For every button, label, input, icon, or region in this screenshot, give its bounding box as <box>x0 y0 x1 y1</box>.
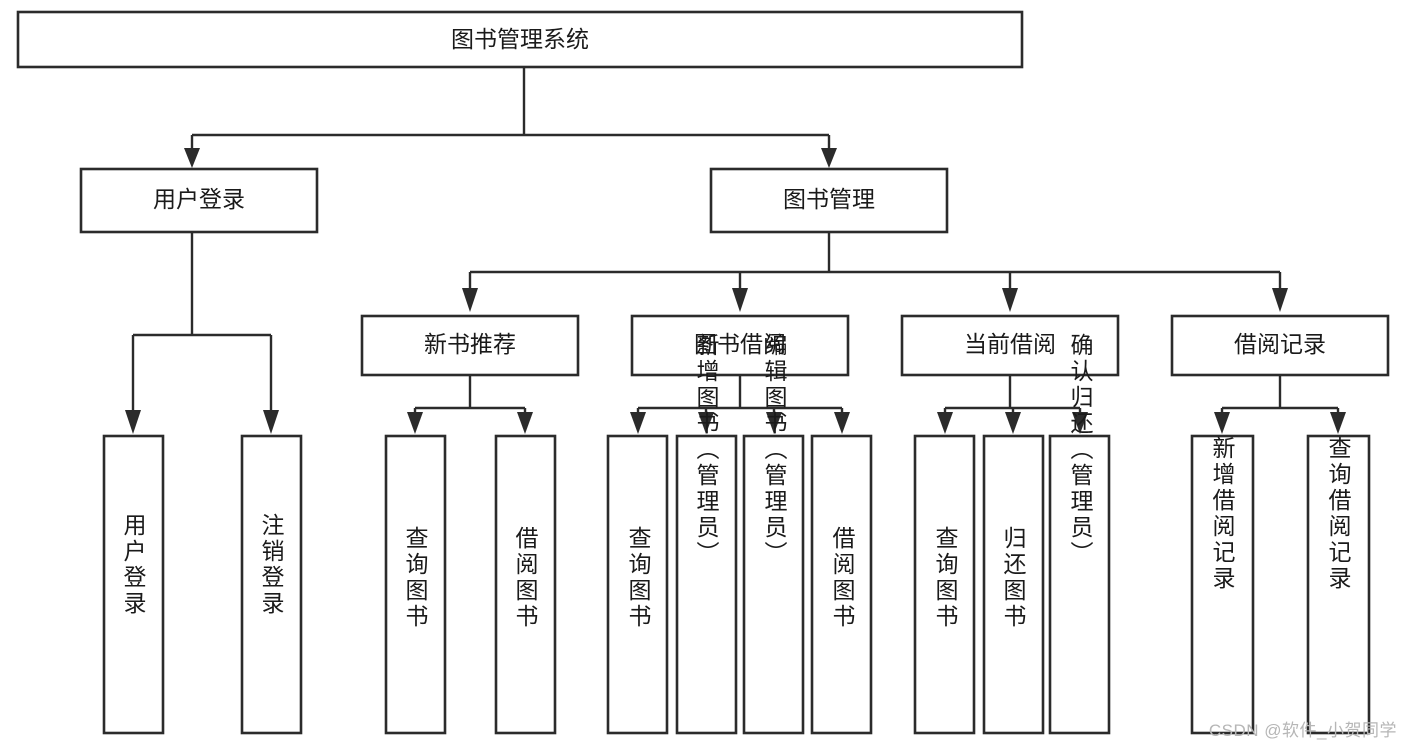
node-book-borrow-label: 图书借阅 <box>694 331 786 357</box>
leaf-label: 新增图书（管理员） <box>693 333 720 567</box>
node-book-borrow-box[interactable] <box>630 314 850 377</box>
arrowhead-cb-child-3 <box>1072 412 1088 434</box>
leaf-label: 查询图书 <box>932 526 959 630</box>
leaf-node[interactable]: 新增图书（管理员） <box>675 333 738 735</box>
node-root-label: 图书管理系统 <box>451 26 589 52</box>
leaf-node[interactable]: 新增借阅记录 <box>1190 434 1255 735</box>
arrowhead-br-child-2 <box>1330 412 1346 434</box>
arrowhead-nb-child-1 <box>407 412 423 434</box>
leaf-label: 查询图书 <box>402 526 429 630</box>
arrowhead-cb-child-2 <box>1005 412 1021 434</box>
node-new-book-recommend-label: 新书推荐 <box>424 331 516 357</box>
leaf-label: 借阅图书 <box>829 526 856 630</box>
node-current-borrow-box[interactable] <box>900 314 1120 377</box>
arrowhead-bb-child-1 <box>630 412 646 434</box>
node-new-book-recommend[interactable]: 新书推荐 <box>360 314 580 377</box>
leaf-node[interactable]: 借阅图书 <box>494 434 557 735</box>
leaf-label: 归还图书 <box>1000 526 1027 630</box>
leaf-node[interactable]: 编辑图书（管理员） <box>742 333 805 735</box>
arrowhead-nb-child-2 <box>517 412 533 434</box>
leaf-node[interactable]: 用户登录 <box>102 434 165 735</box>
leaf-label: 新增借阅记录 <box>1209 436 1236 592</box>
leaf-box[interactable] <box>606 434 669 735</box>
leaf-node[interactable]: 注销登录 <box>240 434 303 735</box>
leaf-label: 编辑图书（管理员） <box>761 333 788 567</box>
node-new-book-recommend-box[interactable] <box>360 314 580 377</box>
leaf-node[interactable]: 归还图书 <box>982 434 1045 735</box>
node-root[interactable]: 图书管理系统 <box>16 10 1024 69</box>
leaf-label: 确认归还（管理员） <box>1067 333 1094 567</box>
arrowhead-bb-child-3 <box>766 412 782 434</box>
node-book-manage[interactable]: 图书管理 <box>709 167 949 234</box>
node-book-borrow[interactable]: 图书借阅 <box>630 314 850 377</box>
arrowhead-leaf-logout <box>263 410 279 434</box>
leaf-label: 查询图书 <box>625 526 652 630</box>
arrowhead-new-book <box>462 288 478 312</box>
node-borrow-record-box[interactable] <box>1170 314 1390 377</box>
leaf-node[interactable]: 查询图书 <box>606 434 669 735</box>
arrowhead-current-borrow <box>1002 288 1018 312</box>
node-borrow-record-label: 借阅记录 <box>1234 331 1326 357</box>
node-user-login-label: 用户登录 <box>153 186 245 212</box>
leaf-box[interactable] <box>1048 434 1111 735</box>
arrowhead-bb-child-2 <box>698 412 714 434</box>
leaf-label: 注销登录 <box>258 513 285 617</box>
node-current-borrow[interactable]: 当前借阅 <box>900 314 1120 377</box>
leaf-node[interactable]: 查询借阅记录 <box>1306 434 1371 735</box>
arrowhead-bb-child-4 <box>834 412 850 434</box>
leaf-label: 借阅图书 <box>512 526 539 630</box>
leaf-label: 查询借阅记录 <box>1325 436 1352 592</box>
node-user-login-box[interactable] <box>79 167 319 234</box>
leaf-box[interactable] <box>913 434 976 735</box>
leaf-box[interactable] <box>102 434 165 735</box>
leaf-node[interactable]: 查询图书 <box>384 434 447 735</box>
connector-layer <box>125 67 1346 434</box>
leaf-box[interactable] <box>240 434 303 735</box>
leaf-node[interactable]: 查询图书 <box>913 434 976 735</box>
node-root-box[interactable] <box>16 10 1024 69</box>
arrowhead-book-manage <box>821 148 837 168</box>
node-borrow-record[interactable]: 借阅记录 <box>1170 314 1390 377</box>
arrowhead-borrow-record <box>1272 288 1288 312</box>
leaf-box[interactable] <box>384 434 447 735</box>
leaf-box[interactable] <box>494 434 557 735</box>
node-book-manage-box[interactable] <box>709 167 949 234</box>
arrowhead-leaf-user-login <box>125 410 141 434</box>
leaf-node[interactable]: 确认归还（管理员） <box>1048 333 1111 735</box>
node-current-borrow-label: 当前借阅 <box>964 331 1056 357</box>
leaf-box[interactable] <box>1306 434 1371 735</box>
arrowhead-book-borrow <box>732 288 748 312</box>
node-book-manage-label: 图书管理 <box>783 186 875 212</box>
leaf-box[interactable] <box>982 434 1045 735</box>
leaf-box[interactable] <box>675 434 738 735</box>
leaf-label: 用户登录 <box>120 513 147 617</box>
leaf-node[interactable]: 借阅图书 <box>810 434 873 735</box>
node-user-login[interactable]: 用户登录 <box>79 167 319 234</box>
arrowhead-br-child-1 <box>1214 412 1230 434</box>
leaf-box[interactable] <box>810 434 873 735</box>
arrowhead-user-login <box>184 148 200 168</box>
leaf-box[interactable] <box>742 434 805 735</box>
arrowhead-cb-child-1 <box>937 412 953 434</box>
leaf-box[interactable] <box>1190 434 1255 735</box>
